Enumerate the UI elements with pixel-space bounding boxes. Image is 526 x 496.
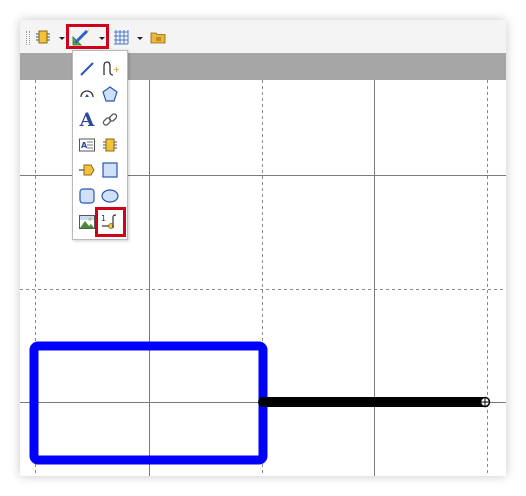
grid-icon: [114, 30, 129, 45]
menu-item-ellipse[interactable]: [99, 185, 121, 207]
svg-text:A: A: [81, 141, 88, 150]
curve-icon: +: [103, 61, 119, 76]
canvas-drawing: [20, 80, 506, 476]
menu-item-text-frame[interactable]: A: [76, 134, 98, 156]
pin-icon: [79, 164, 95, 176]
rectangle-icon: [102, 162, 118, 178]
draw-tools-dropdown-arrow-icon[interactable]: [99, 37, 105, 40]
text-icon: A: [79, 109, 95, 131]
link-icon: [102, 113, 118, 126]
chip-icon: [36, 30, 50, 44]
svg-text:1: 1: [101, 214, 106, 223]
draw-tools-highlight: [66, 24, 109, 49]
menu-item-link[interactable]: [99, 109, 121, 131]
text-frame-icon: A: [79, 138, 95, 152]
svg-text:+: +: [113, 65, 119, 74]
menu-item-port-pin[interactable]: 1: [99, 211, 121, 233]
menu-item-rounded-rectangle[interactable]: [76, 185, 98, 207]
rounded-rectangle-icon: [79, 188, 95, 204]
component-button[interactable]: [34, 28, 52, 46]
grid-button[interactable]: [112, 28, 130, 46]
polygon-icon: [102, 86, 118, 102]
ellipse-icon: [101, 189, 119, 203]
folder-button[interactable]: [149, 28, 167, 46]
draw-tools-menu: + A A: [72, 50, 128, 240]
menu-item-line[interactable]: [76, 58, 98, 80]
menu-item-arc[interactable]: [76, 83, 98, 105]
port-pin-icon: 1: [101, 214, 117, 229]
port-pin-highlight: [95, 207, 126, 237]
menu-item-polygon[interactable]: [99, 83, 121, 105]
editor-window: + A A: [20, 20, 506, 476]
menu-item-component[interactable]: [99, 134, 121, 156]
line-icon: [80, 62, 94, 76]
toolbar: [20, 20, 506, 53]
menu-item-curve[interactable]: +: [99, 58, 121, 80]
menu-item-image[interactable]: [76, 211, 98, 233]
image-icon: [79, 215, 95, 229]
draw-tools-button[interactable]: [70, 27, 92, 47]
chip-icon: [103, 138, 117, 152]
pencil-ruler-icon: [72, 29, 89, 46]
toolbar-grip[interactable]: [26, 31, 30, 45]
menu-item-text[interactable]: A: [76, 109, 98, 131]
component-dropdown-arrow-icon[interactable]: [59, 37, 65, 40]
grid-dropdown-arrow-icon[interactable]: [137, 37, 143, 40]
arc-icon: [80, 90, 94, 98]
menu-item-rectangle[interactable]: [99, 159, 121, 181]
folder-icon: [150, 32, 166, 44]
menu-item-pin[interactable]: [76, 159, 98, 181]
